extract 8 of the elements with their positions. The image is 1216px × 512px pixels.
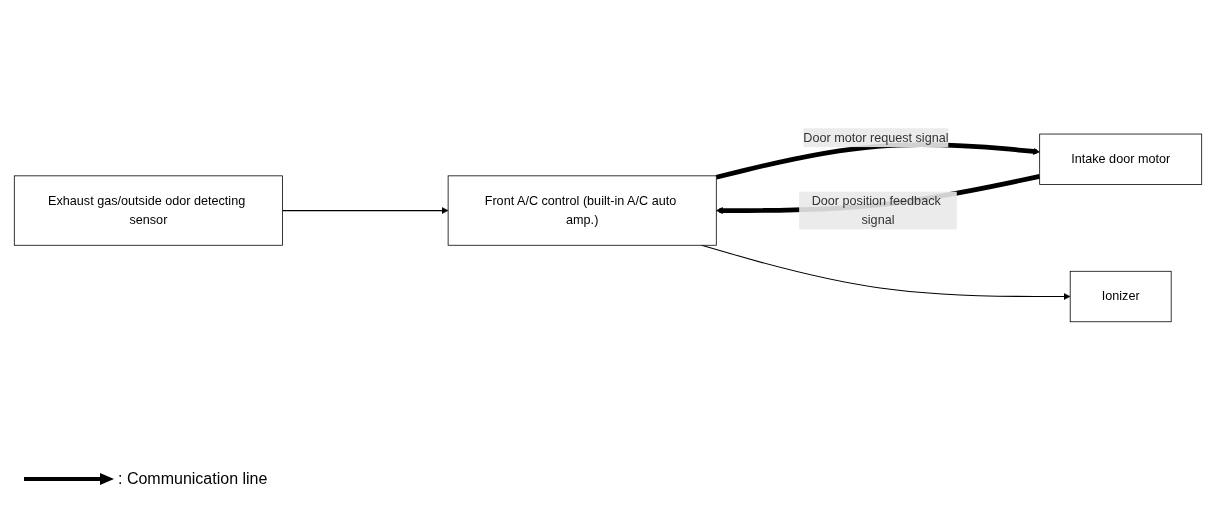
edge-label: Door motor request signal xyxy=(803,130,949,145)
legend-text: : Communication line xyxy=(118,470,268,488)
arrow xyxy=(281,207,449,214)
node-box: Ionizer xyxy=(1069,270,1172,323)
node-box: Intake door motor xyxy=(1039,133,1203,185)
node-box: Exhaust gas/outside odor detecting sensor xyxy=(13,175,283,246)
edge-label: Door position feedback signal xyxy=(811,193,941,227)
node-box: Front A/C control (built-in A/C auto amp.) xyxy=(447,175,717,246)
